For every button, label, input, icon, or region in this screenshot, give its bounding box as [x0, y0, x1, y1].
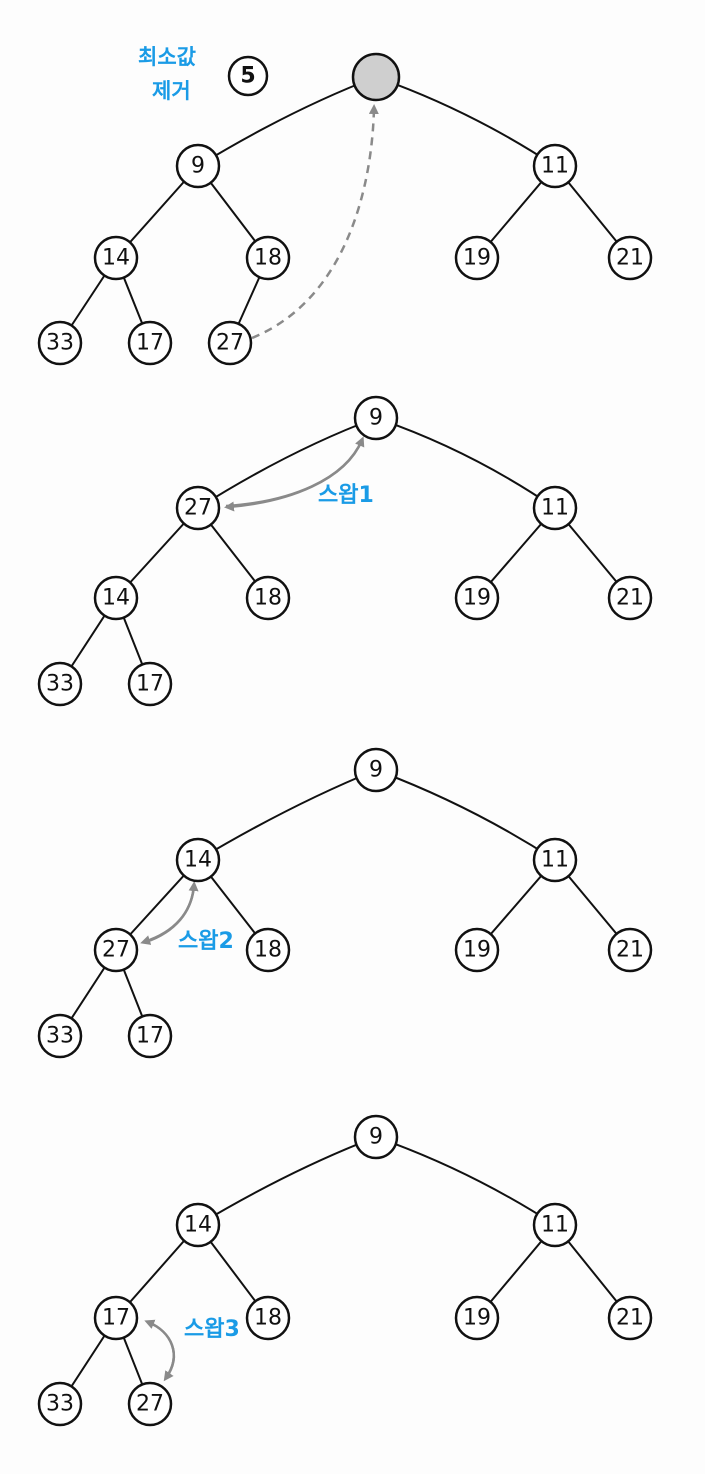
tree-node: 18: [245, 927, 291, 973]
tree-node: 33: [37, 1381, 83, 1427]
node-label: 33: [46, 672, 74, 697]
node-label: 18: [254, 246, 282, 271]
node-label: 11: [541, 1213, 569, 1238]
header: 최소값 제거 5: [138, 45, 269, 103]
node-label: 19: [463, 938, 491, 963]
node-label: 21: [616, 246, 644, 271]
node-label: 21: [616, 938, 644, 963]
tree-node: 27: [207, 320, 253, 366]
node-label: 14: [102, 586, 130, 611]
panel-1-tree: 9 11 14 18 19 21 33 17 27: [37, 52, 653, 366]
node-label: 17: [102, 1306, 130, 1331]
header-label-line1: 최소값: [138, 45, 196, 69]
swap-label: 스왑3: [184, 1317, 240, 1342]
panel-4-tree: 스왑3 9 14 11 17 18 19 21 33 27: [37, 1114, 653, 1427]
tree-node: 17: [127, 320, 173, 366]
step-number-circle: [227, 55, 269, 97]
node-label: 27: [216, 331, 244, 356]
tree-node: 18: [245, 575, 291, 621]
tree-node: 11: [532, 837, 578, 883]
swap-label: 스왑2: [178, 929, 234, 954]
node-label: 19: [463, 1306, 491, 1331]
tree-node: 17: [127, 661, 173, 707]
node-label: 27: [102, 938, 130, 963]
panel-1-nodes: 9 11 14 18 19 21 33 17 27: [37, 52, 653, 366]
panel-2-edges: [59, 417, 631, 685]
node-label: 9: [369, 406, 383, 431]
panel-2-nodes: 9 27 11 14 18 19 21 33 17: [37, 395, 653, 707]
node-label: 21: [616, 1306, 644, 1331]
step-number: 5: [240, 64, 255, 89]
node-label: 11: [541, 496, 569, 521]
node-label: 18: [254, 938, 282, 963]
panel-4-nodes: 9 14 11 17 18 19 21 33 27: [37, 1114, 653, 1427]
panel-1-edges: [59, 76, 631, 344]
node-label: 17: [136, 331, 164, 356]
tree-node: 21: [607, 927, 653, 973]
tree-node: 17: [93, 1295, 139, 1341]
node-label: 9: [369, 758, 383, 783]
tree-node: 9: [175, 143, 221, 189]
tree-node: [351, 52, 401, 102]
node-label: 11: [541, 848, 569, 873]
panel-4-edges: [59, 1136, 631, 1405]
tree-node: 19: [454, 235, 500, 281]
node-label: 17: [136, 1024, 164, 1049]
panel-3-swap-arrow-back: [140, 884, 196, 945]
tree-node: 14: [93, 235, 139, 281]
tree-node: 11: [532, 1202, 578, 1248]
node-label: 18: [254, 1306, 282, 1331]
tree-node: 9: [353, 1114, 399, 1160]
node-label: 33: [46, 331, 74, 356]
node-label: 27: [136, 1392, 164, 1417]
tree-node: 9: [353, 395, 399, 441]
empty-root-node: [351, 52, 401, 102]
tree-node: 27: [93, 927, 139, 973]
panel-1-move-arrow: [251, 104, 379, 340]
tree-node: 11: [532, 143, 578, 189]
tree-node: 19: [454, 927, 500, 973]
tree-node: 21: [607, 1295, 653, 1341]
node-label: 14: [102, 246, 130, 271]
tree-node: 14: [175, 1202, 221, 1248]
panel-3-tree: 스왑2 9 14 11 27 18 19 21 33 17: [37, 747, 653, 1059]
tree-node: 27: [175, 485, 221, 531]
node-label: 9: [369, 1125, 383, 1150]
panel-3-edges: [59, 769, 631, 1037]
node-label: 19: [463, 586, 491, 611]
tree-node: 18: [245, 1295, 291, 1341]
node-label: 14: [184, 848, 212, 873]
tree-node: 33: [37, 661, 83, 707]
node-label: 27: [184, 496, 212, 521]
tree-node: 27: [127, 1381, 173, 1427]
tree-node: 19: [454, 575, 500, 621]
panel-4-swap-arrow-back: [147, 1320, 176, 1382]
tree-node: 11: [532, 485, 578, 531]
header-label-line2: 제거: [152, 79, 191, 103]
panel-3-nodes: 9 14 11 27 18 19 21 33 17: [37, 747, 653, 1059]
panel-2-swap-arrow-back: [224, 439, 364, 512]
node-label: 9: [191, 154, 205, 179]
tree-node: 18: [245, 235, 291, 281]
panel-2-tree: 스왑1 9 27 11 14 18 19 21 33 17: [37, 395, 653, 707]
tree-node: 33: [37, 1013, 83, 1059]
node-label: 21: [616, 586, 644, 611]
tree-node: 19: [454, 1295, 500, 1341]
tree-node: 14: [175, 837, 221, 883]
tree-node: 14: [93, 575, 139, 621]
node-label: 33: [46, 1024, 74, 1049]
node-label: 19: [463, 246, 491, 271]
tree-node: 17: [127, 1013, 173, 1059]
node-label: 33: [46, 1392, 74, 1417]
node-label: 17: [136, 672, 164, 697]
node-label: 11: [541, 154, 569, 179]
tree-node: 21: [607, 575, 653, 621]
tree-node: 33: [37, 320, 83, 366]
node-label: 14: [184, 1213, 212, 1238]
tree-node: 21: [607, 235, 653, 281]
node-label: 18: [254, 586, 282, 611]
swap-label: 스왑1: [318, 483, 374, 508]
tree-node: 9: [353, 747, 399, 793]
